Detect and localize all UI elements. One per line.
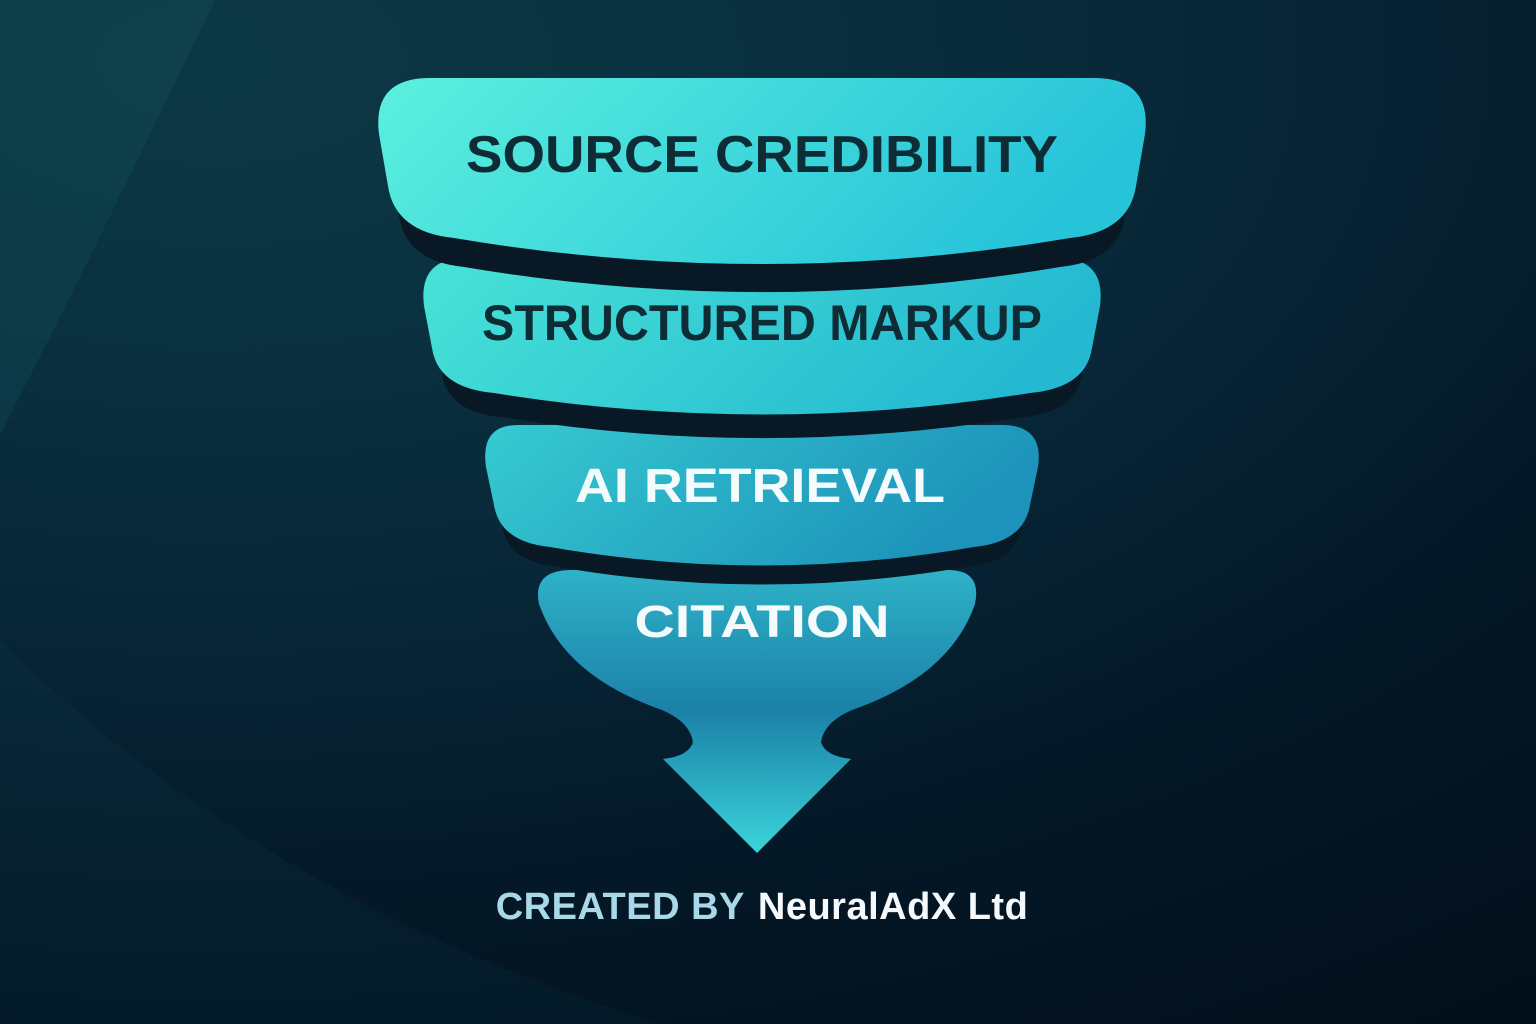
footer-brand-name: NeuralAdX Ltd	[757, 886, 1029, 928]
footer-created-by-text: CREATED BY	[495, 886, 745, 928]
funnel-tier-4-shape	[537, 570, 977, 853]
tier-2-label: STRUCTURED MARKUP	[482, 295, 1042, 351]
funnel-tier-2-shape	[423, 258, 1101, 415]
footer-credit: CREATED BY NeuralAdX Ltd	[0, 886, 1524, 929]
funnel-tier-1-shape	[378, 78, 1146, 264]
background-swoosh-bottom-left	[0, 640, 660, 1024]
background-swoosh-top-left	[0, 0, 215, 435]
tier-3-label: AI RETRIEVAL	[575, 460, 945, 513]
funnel-tier-3-shape	[485, 425, 1039, 566]
tier-4-label: CITATION	[635, 596, 890, 647]
tier-1-label: SOURCE CREDIBILITY	[466, 126, 1058, 184]
